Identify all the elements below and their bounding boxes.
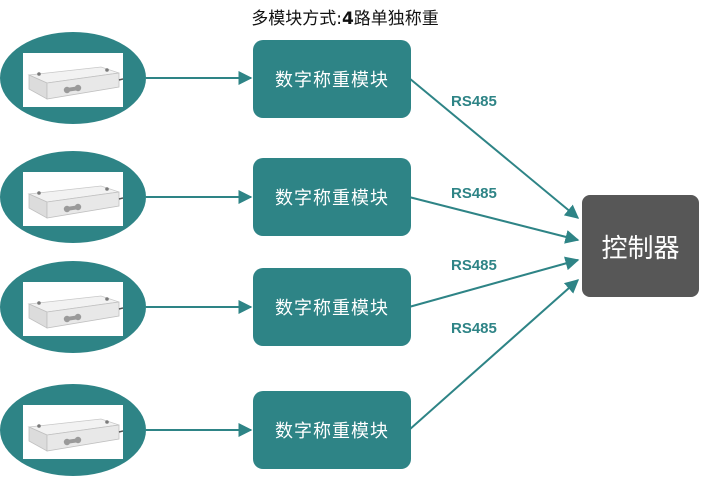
- load-cell-photo-icon: [23, 172, 123, 226]
- load-cell-sensor-2: [0, 151, 146, 243]
- weighing-module-3: 数字称重模块: [253, 268, 411, 346]
- module-to-controller-arrow-4: [408, 279, 580, 431]
- rs485-label-3: RS485: [451, 257, 497, 274]
- load-cell-sensor-3: [0, 261, 146, 353]
- weighing-module-1: 数字称重模块: [253, 40, 411, 118]
- module-to-controller-arrow-3: [408, 256, 580, 308]
- load-cell-sensor-1: [0, 32, 146, 124]
- load-cell-sensor-4: [0, 384, 146, 476]
- weighing-module-2: 数字称重模块: [253, 158, 411, 236]
- load-cell-photo-icon: [23, 282, 123, 336]
- title-prefix: 多模块方式:: [251, 9, 342, 29]
- controller-box: 控制器: [582, 195, 699, 297]
- rs485-label-4: RS485: [451, 320, 497, 337]
- load-cell-photo-icon: [23, 405, 123, 459]
- diagram-title: 多模块方式:4路单独称重: [215, 4, 475, 29]
- module-to-controller-arrow-2: [408, 196, 580, 244]
- rs485-label-1: RS485: [451, 93, 497, 110]
- title-number: 4: [341, 9, 354, 29]
- load-cell-photo-icon: [23, 53, 123, 107]
- title-suffix: 路单独称重: [353, 9, 439, 29]
- weighing-module-4: 数字称重模块: [253, 391, 411, 469]
- module-to-controller-arrow-1: [408, 77, 580, 219]
- rs485-label-2: RS485: [451, 185, 497, 202]
